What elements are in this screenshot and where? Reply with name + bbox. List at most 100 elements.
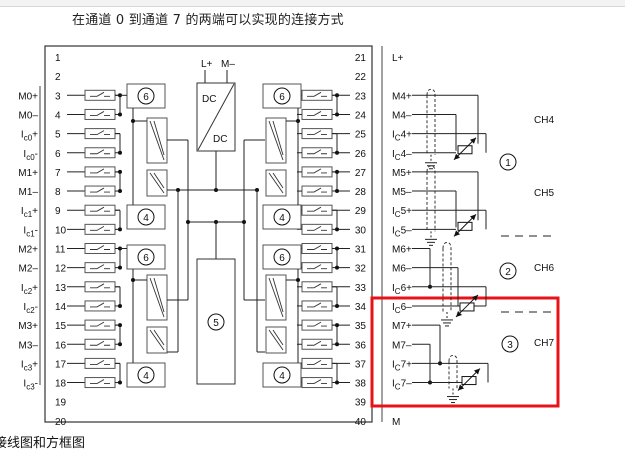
rtd-arrow-head: [470, 214, 476, 221]
left-switch-box: [84, 108, 116, 120]
left-terminal-label: Ic1-: [23, 225, 38, 238]
left-pin-number: 9: [55, 206, 61, 217]
right-switch-box: [301, 243, 333, 254]
left-pin-number: 17: [55, 359, 67, 370]
right-pin-number: 40: [355, 417, 367, 428]
right-switch-box: [301, 185, 333, 197]
adc-block-number: 4: [143, 371, 149, 382]
left-terminal-label: Ic1+: [21, 206, 38, 219]
switch-icon: [90, 340, 110, 346]
junction-dot: [131, 119, 135, 123]
group-marker-2-number: 2: [505, 267, 511, 278]
right-switch-box: [301, 108, 333, 120]
right-switch-box: [301, 338, 333, 350]
switch-icon: [90, 111, 110, 116]
left-pin-number: 19: [55, 398, 67, 409]
channel-label-ch6: CH6: [534, 263, 554, 274]
adc-block-circle: [137, 366, 155, 384]
right-switch-box: [301, 262, 333, 274]
rtd-arrow-head: [458, 384, 464, 391]
junction-dot: [335, 380, 339, 385]
left-switch-box: [84, 262, 116, 274]
left-terminal-label: M3+: [18, 321, 38, 332]
right-switch-box: [301, 319, 333, 331]
right-switch-box: [301, 147, 333, 159]
left-pin-number: 7: [55, 168, 61, 179]
cable-shield: [442, 242, 452, 312]
right-pin-number: 33: [355, 283, 367, 294]
right-terminal-label: IC7+: [392, 359, 412, 372]
right-pin-number: 30: [355, 225, 367, 236]
right-terminal-label: M7–: [392, 340, 412, 351]
left-terminal-label: M2–: [19, 264, 39, 275]
channel-label-ch5: CH5: [534, 188, 554, 199]
window-top-bar: [0, 0, 625, 7]
rtd-sensor: [457, 145, 473, 155]
mux-block-circle: [137, 248, 155, 266]
cable-shield: [448, 354, 458, 389]
left-switch-box: [84, 147, 116, 159]
group-marker-3-circle: [501, 335, 519, 353]
right-pin-number: 37: [355, 359, 367, 370]
left-pin-number: 5: [55, 130, 61, 141]
left-switch-box: [84, 128, 116, 140]
right-terminal-label: IC4+: [392, 130, 412, 143]
switch-icon: [307, 206, 327, 212]
junction-dot: [118, 323, 122, 328]
left-terminal-label: M1+: [18, 168, 38, 179]
rtd-sensor: [461, 376, 477, 386]
switch-icon: [307, 149, 327, 155]
right-switch-box: [301, 204, 333, 216]
isolator-icon: [268, 329, 284, 351]
junction-dot: [131, 278, 135, 282]
right-pin-number: 34: [355, 302, 367, 313]
junction-dot: [118, 227, 122, 232]
left-terminal-label: Ic2-: [23, 302, 38, 315]
logic-block-number: 5: [213, 318, 219, 329]
isolator-icon: [149, 120, 165, 161]
adc-block-number: 4: [143, 213, 149, 224]
left-terminal-label: M2+: [18, 245, 38, 256]
junction-dot: [118, 189, 122, 194]
adc-block-number: 4: [279, 213, 285, 224]
right-terminal-label: M4+: [392, 91, 412, 102]
switch-icon: [90, 283, 110, 289]
left-switch-box: [84, 377, 116, 389]
right-switch-box: [301, 223, 333, 235]
switch-icon: [307, 91, 327, 97]
logic-block-circle: [207, 313, 225, 331]
switch-icon: [90, 187, 110, 193]
junction-dot: [335, 169, 339, 174]
switch-icon: [307, 245, 327, 250]
right-switch-box: [301, 377, 333, 389]
isolator-icon: [268, 172, 284, 194]
switch-icon: [90, 245, 110, 250]
right-switch-box: [301, 166, 333, 178]
switch-icon: [307, 360, 327, 365]
cable-shield: [426, 88, 436, 155]
switch-icon: [307, 379, 327, 384]
left-pin-number: 20: [55, 417, 67, 428]
mux-block-number: 6: [143, 92, 149, 103]
switch-icon: [307, 264, 327, 270]
left-terminal-label: Ic3+: [21, 359, 38, 372]
junction-dot: [242, 220, 246, 224]
left-pin-number: 11: [55, 245, 66, 256]
left-switch-box: [84, 300, 116, 312]
group-marker-1-number: 1: [505, 158, 511, 169]
left-terminal-label: M0–: [19, 110, 39, 121]
junction-dot: [335, 227, 339, 232]
cable-shield: [426, 165, 436, 232]
rtd-sensor: [457, 221, 473, 231]
left-terminal-label: Ic3-: [23, 379, 38, 392]
left-pin-number: 3: [55, 91, 61, 102]
mux-block-circle: [273, 87, 291, 105]
junction-dot: [335, 342, 339, 347]
right-pin-number: 25: [355, 130, 367, 141]
left-switch-box: [84, 243, 116, 254]
diagram-title: 在通道 0 到通道 7 的两端可以实现的连接方式: [72, 13, 344, 28]
right-switch-box: [301, 128, 333, 140]
junction-dot: [118, 112, 122, 117]
junction-dot: [118, 380, 122, 385]
